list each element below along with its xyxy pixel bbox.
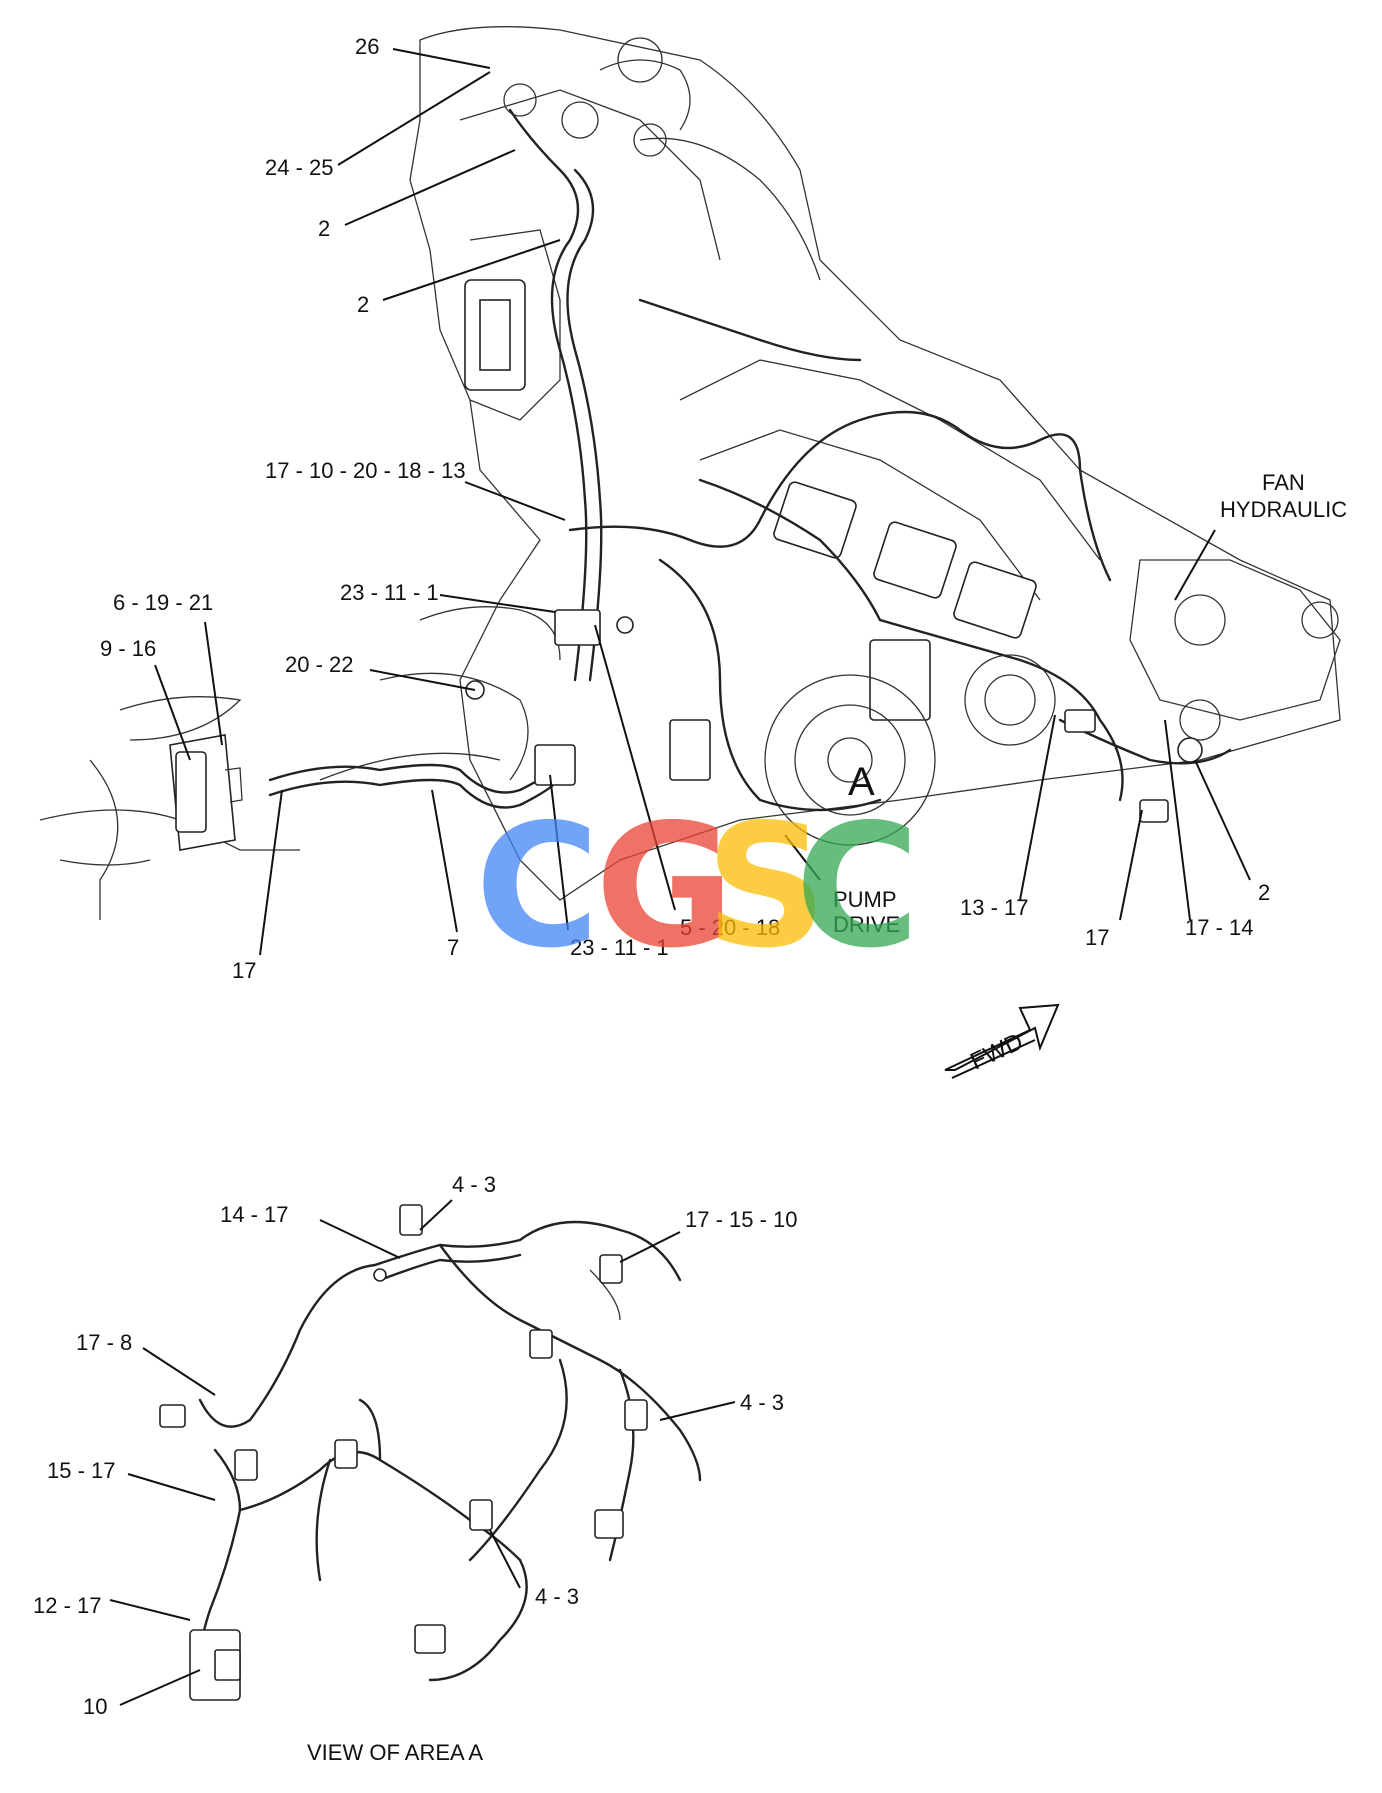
watermark-letter-4: C — [795, 788, 920, 986]
callout-view-4-3-top: 4 - 3 — [452, 1172, 496, 1197]
callout-5-20-18: 5 - 20 - 18 — [680, 915, 780, 940]
callout-23-11-1-upper: 23 - 11 - 1 — [340, 580, 439, 605]
forward-arrow-icon: FWD — [944, 1003, 1060, 1079]
callout-labels-bottom: 4 - 3 14 - 17 17 - 15 - 10 17 - 8 4 - 3 … — [33, 1172, 798, 1765]
callout-view-15-17: 15 - 17 — [47, 1458, 116, 1483]
callout-leaders-top — [154, 48, 1251, 956]
watermark-letter-1: C — [475, 788, 600, 986]
pump-drive-line1: PUMP — [833, 887, 897, 912]
callout-view-14-17: 14 - 17 — [220, 1202, 289, 1227]
callout-labels-top: 26 24 - 25 2 2 17 - 10 - 20 - 18 - 13 6 … — [100, 34, 1347, 983]
callout-2-mid: 2 — [357, 292, 369, 317]
callout-view-10: 10 — [83, 1694, 107, 1719]
callout-17-right: 17 — [1085, 925, 1109, 950]
engine-illustration — [39, 26, 1341, 920]
watermark-letter-2: G — [595, 788, 735, 986]
callout-17-10-20-18-13: 17 - 10 - 20 - 18 - 13 — [265, 458, 466, 483]
watermark-logo: C G S C — [475, 788, 920, 986]
callout-2-upper: 2 — [318, 216, 330, 241]
callout-23-11-1-lower: 23 - 11 - 1 — [570, 935, 669, 960]
callout-24-25: 24 - 25 — [265, 155, 334, 180]
callout-17-left: 17 — [232, 958, 256, 983]
fan-hydraulic-line1: FAN — [1262, 470, 1305, 495]
callout-view-17-8: 17 - 8 — [76, 1330, 132, 1355]
main-harness — [268, 108, 1232, 823]
pump-drive-line2: DRIVE — [833, 912, 900, 937]
callout-6-19-21: 6 - 19 - 21 — [113, 590, 213, 615]
callout-leaders-bottom — [109, 1199, 736, 1706]
callout-2-right: 2 — [1258, 880, 1270, 905]
callout-9-16: 9 - 16 — [100, 636, 156, 661]
area-a-detail-view — [159, 1204, 702, 1701]
ecm-module — [169, 734, 243, 851]
callout-20-22: 20 - 22 — [285, 652, 354, 677]
callout-view-4-3-lower: 4 - 3 — [535, 1584, 579, 1609]
fan-hydraulic-line2: HYDRAULIC — [1220, 497, 1347, 522]
view-title: VIEW OF AREA A — [307, 1740, 483, 1765]
callout-view-12-17: 12 - 17 — [33, 1593, 102, 1618]
callout-26: 26 — [355, 34, 379, 59]
callout-17-14: 17 - 14 — [1185, 915, 1254, 940]
watermark-letter-3: S — [705, 788, 827, 986]
callout-view-4-3-right: 4 - 3 — [740, 1390, 784, 1415]
area-a-marker: A — [848, 760, 875, 804]
callout-7: 7 — [447, 935, 459, 960]
fwd-label: FWD — [966, 1028, 1027, 1076]
callout-13-17: 13 - 17 — [960, 895, 1029, 920]
callout-view-17-15-10: 17 - 15 - 10 — [685, 1207, 798, 1232]
